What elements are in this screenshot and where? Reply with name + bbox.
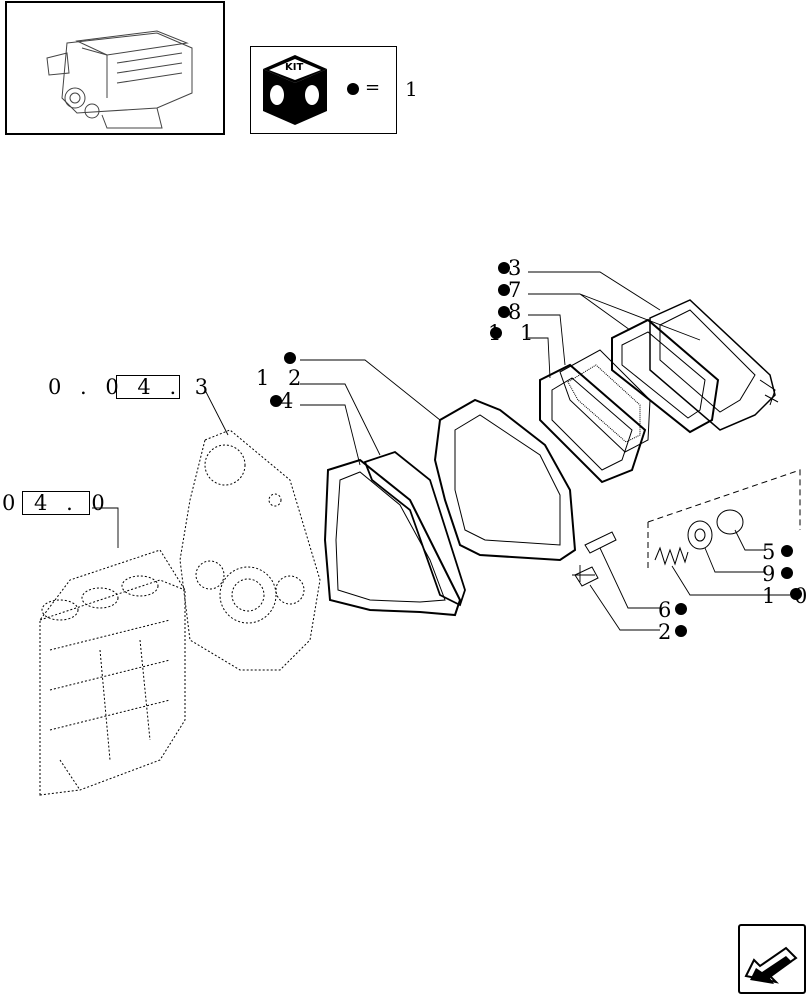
ref-box-b xyxy=(22,491,90,515)
callout-2: 2 xyxy=(658,620,678,644)
callout-11: 1 1 xyxy=(488,321,540,345)
callout-8: 8 xyxy=(508,300,528,324)
arrow-icon xyxy=(744,946,798,984)
oring-12 xyxy=(363,450,466,607)
callout-6: 6 xyxy=(658,598,678,622)
filter-8 xyxy=(559,349,651,453)
engine-icon xyxy=(46,30,193,129)
kit-quantity: 1 xyxy=(405,77,424,101)
timing-cover xyxy=(179,429,321,671)
kit-equals: = xyxy=(365,77,381,98)
kit-cube-icon xyxy=(263,55,359,125)
housing-3 xyxy=(649,299,776,431)
engine-block xyxy=(39,549,186,796)
valve-9 xyxy=(687,520,713,550)
kit-badge-text: KIT xyxy=(285,62,304,73)
bolt-6 xyxy=(584,531,617,554)
callout-5: 5 xyxy=(762,540,782,564)
navigation-button[interactable] xyxy=(738,924,806,994)
ref-label-a[interactable]: 0 . 0 4 . 3 xyxy=(48,375,215,399)
callout-4: 4 xyxy=(280,389,300,413)
cover-plate xyxy=(433,398,577,562)
gasket-4 xyxy=(323,458,462,617)
callout-10: 1 0 xyxy=(762,584,808,608)
callout-9: 9 xyxy=(762,562,782,586)
sleeve-2 xyxy=(574,566,599,587)
callout-12: 1 2 xyxy=(256,366,308,390)
callout-7: 7 xyxy=(508,278,528,302)
engine-thumbnail xyxy=(5,1,225,135)
spring-10 xyxy=(654,546,689,566)
cap-5 xyxy=(716,509,744,535)
kit-legend: KIT = 1 xyxy=(250,46,418,134)
ref-box-a xyxy=(116,375,180,399)
frame-11 xyxy=(539,363,647,484)
ref-label-b[interactable]: 0 4 . 0 xyxy=(2,491,111,515)
callout-3: 3 xyxy=(508,256,528,280)
valve-group-bracket xyxy=(647,469,801,572)
